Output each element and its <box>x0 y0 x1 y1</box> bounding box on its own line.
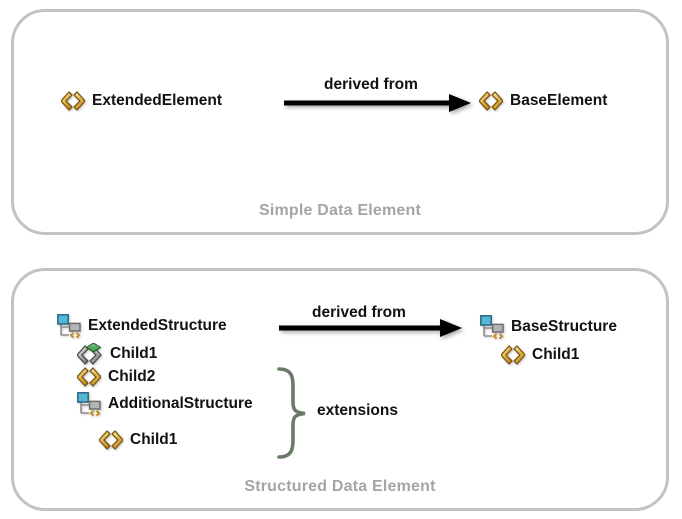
structured-data-element-panel: ExtendedStructure Child1 Child2 Addition… <box>11 268 669 511</box>
node-child1-inherited: Child1 <box>77 342 157 366</box>
node-child1-base: Child1 <box>501 343 579 367</box>
node-label: ExtendedStructure <box>88 317 227 334</box>
derived-from-arrow <box>279 319 462 337</box>
derived-from-label: derived from <box>312 304 406 321</box>
inherited-element-icon <box>77 343 103 365</box>
xml-element-icon <box>61 91 85 111</box>
xml-element-icon <box>501 345 525 365</box>
node-label: Child1 <box>110 345 158 362</box>
node-label: AdditionalStructure <box>108 395 253 412</box>
node-additional-structure: AdditionalStructure <box>77 392 253 416</box>
node-extended-element: ExtendedElement <box>61 89 222 113</box>
node-label: BaseStructure <box>511 318 617 335</box>
structure-icon <box>57 314 81 339</box>
panel-caption: Simple Data Element <box>258 202 422 219</box>
node-label: Child1 <box>130 431 178 448</box>
node-label: BaseElement <box>510 92 608 109</box>
extensions-label: extensions <box>317 402 398 419</box>
simple-data-element-panel: ExtendedElement derived from BaseElement… <box>11 9 669 235</box>
node-label: ExtendedElement <box>92 92 223 109</box>
node-base-element: BaseElement <box>479 89 607 113</box>
derived-from-arrow <box>284 94 471 112</box>
node-label: Child1 <box>532 346 580 363</box>
panel-caption: Structured Data Element <box>244 478 436 495</box>
xml-element-icon <box>99 430 123 450</box>
node-base-structure: BaseStructure <box>480 315 617 339</box>
node-label: Child2 <box>108 368 156 385</box>
structure-icon <box>480 315 504 340</box>
node-child1-nested: Child1 <box>99 428 177 452</box>
extensions-brace <box>277 367 306 459</box>
xml-element-icon <box>77 367 101 387</box>
structure-icon <box>77 392 101 417</box>
node-extended-structure: ExtendedStructure <box>57 314 227 338</box>
node-child2: Child2 <box>77 365 155 389</box>
derived-from-label: derived from <box>324 76 418 93</box>
xml-element-icon <box>479 91 503 111</box>
